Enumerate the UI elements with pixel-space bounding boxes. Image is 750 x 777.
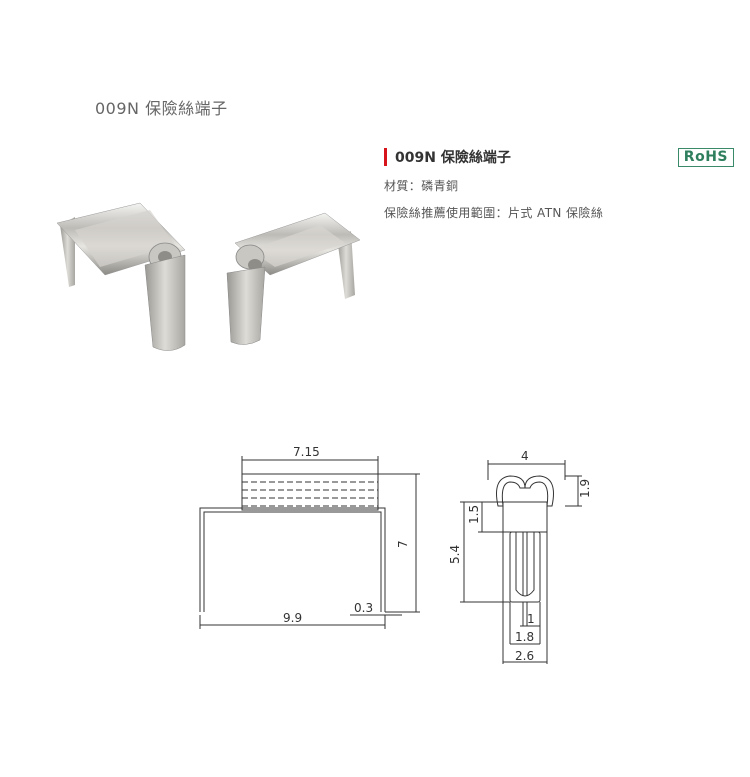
technical-drawing: 7.15 9.9 0.3 7 4 1.9 1.5 5.4 1 1.8 2.6 (199, 445, 592, 664)
spec-material: 材質：磷青銅 (384, 179, 459, 193)
dim-front-bottom: 9.9 (283, 611, 302, 625)
rohs-badge: RoHS (677, 148, 734, 167)
dim-side-clip: 1.9 (578, 479, 592, 498)
right-terminal-image (226, 212, 361, 345)
product-title-text: 009N 保險絲端子 (395, 150, 511, 166)
dim-side-leg-outer: 2.6 (515, 649, 534, 663)
dim-side-top: 4 (521, 449, 529, 463)
dim-side-leg-inner: 1 (527, 612, 535, 626)
front-view (199, 456, 420, 629)
title-accent-bar (384, 148, 387, 166)
product-info-panel: 009N 保險絲端子 RoHS 材質：磷青銅 保險絲推薦使用範圍：片式 ATN … (384, 147, 734, 221)
product-photo (56, 202, 361, 351)
dim-side-body: 1.5 (467, 505, 481, 524)
dim-side-total: 5.4 (448, 545, 462, 564)
spec-fuse-range: 保險絲推薦使用範圍：片式 ATN 保險絲 (384, 206, 604, 220)
side-view (460, 460, 582, 664)
dim-side-leg-mid: 1.8 (515, 630, 534, 644)
dim-front-thickness: 0.3 (354, 601, 373, 615)
dim-front-height: 7 (396, 540, 410, 548)
product-title: 009N 保險絲端子 (384, 147, 734, 167)
left-terminal-image (56, 202, 186, 351)
page-heading: 009N 保險絲端子 (95, 99, 228, 118)
dim-front-top: 7.15 (293, 445, 320, 459)
